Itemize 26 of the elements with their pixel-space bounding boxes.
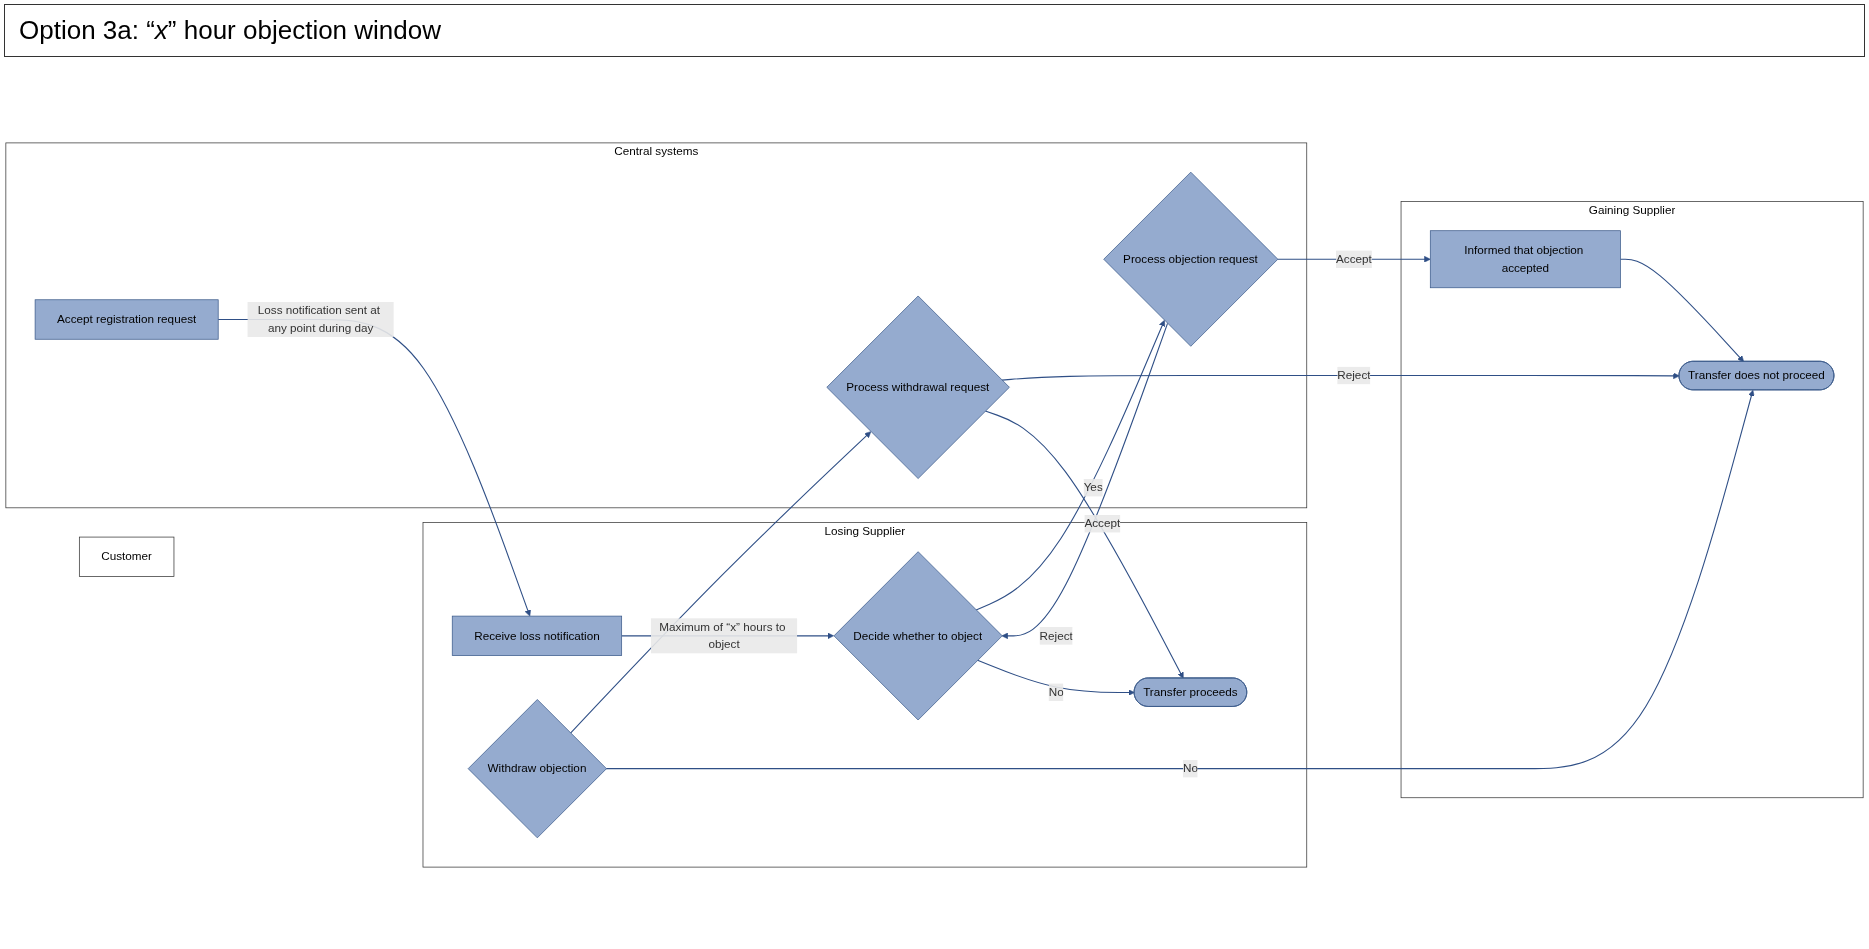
- edge-label: Reject: [1039, 629, 1073, 642]
- node-diamond: Decide whether to object: [833, 551, 1003, 721]
- edge-label: Loss notification sent at any point during day: [257, 304, 381, 335]
- edge-label: No: [1182, 762, 1198, 775]
- node-box: Accept registration request: [34, 299, 219, 340]
- edge-label: Reject: [1337, 368, 1371, 382]
- arrow: [975, 320, 1166, 611]
- edge-label: No: [1048, 685, 1064, 699]
- arrow: [1001, 372, 1680, 381]
- arrow: [605, 389, 1755, 770]
- edge-label: Accept: [1084, 517, 1121, 530]
- node-diamond: Process withdrawal request: [826, 295, 1010, 479]
- arrow: [570, 431, 872, 734]
- node-box: Customer: [79, 536, 175, 577]
- arrow: [1001, 322, 1169, 640]
- arrow: [984, 410, 1184, 679]
- diagram-title: Option 3a: “x” hour objection window: [4, 4, 1865, 57]
- node-diamond: Process objection request: [1103, 171, 1279, 347]
- node-box: Receive loss notification: [451, 615, 623, 656]
- edge-label: Maximum of “x” hours to object: [659, 620, 786, 651]
- arrow: [977, 659, 1135, 696]
- node-box: Informed that objection accepted: [1429, 230, 1621, 289]
- arrow: [1619, 258, 1744, 362]
- node-diamond: Withdraw objection: [467, 699, 607, 839]
- edge-label: Accept: [1336, 252, 1372, 266]
- edge-label: Yes: [1083, 481, 1103, 494]
